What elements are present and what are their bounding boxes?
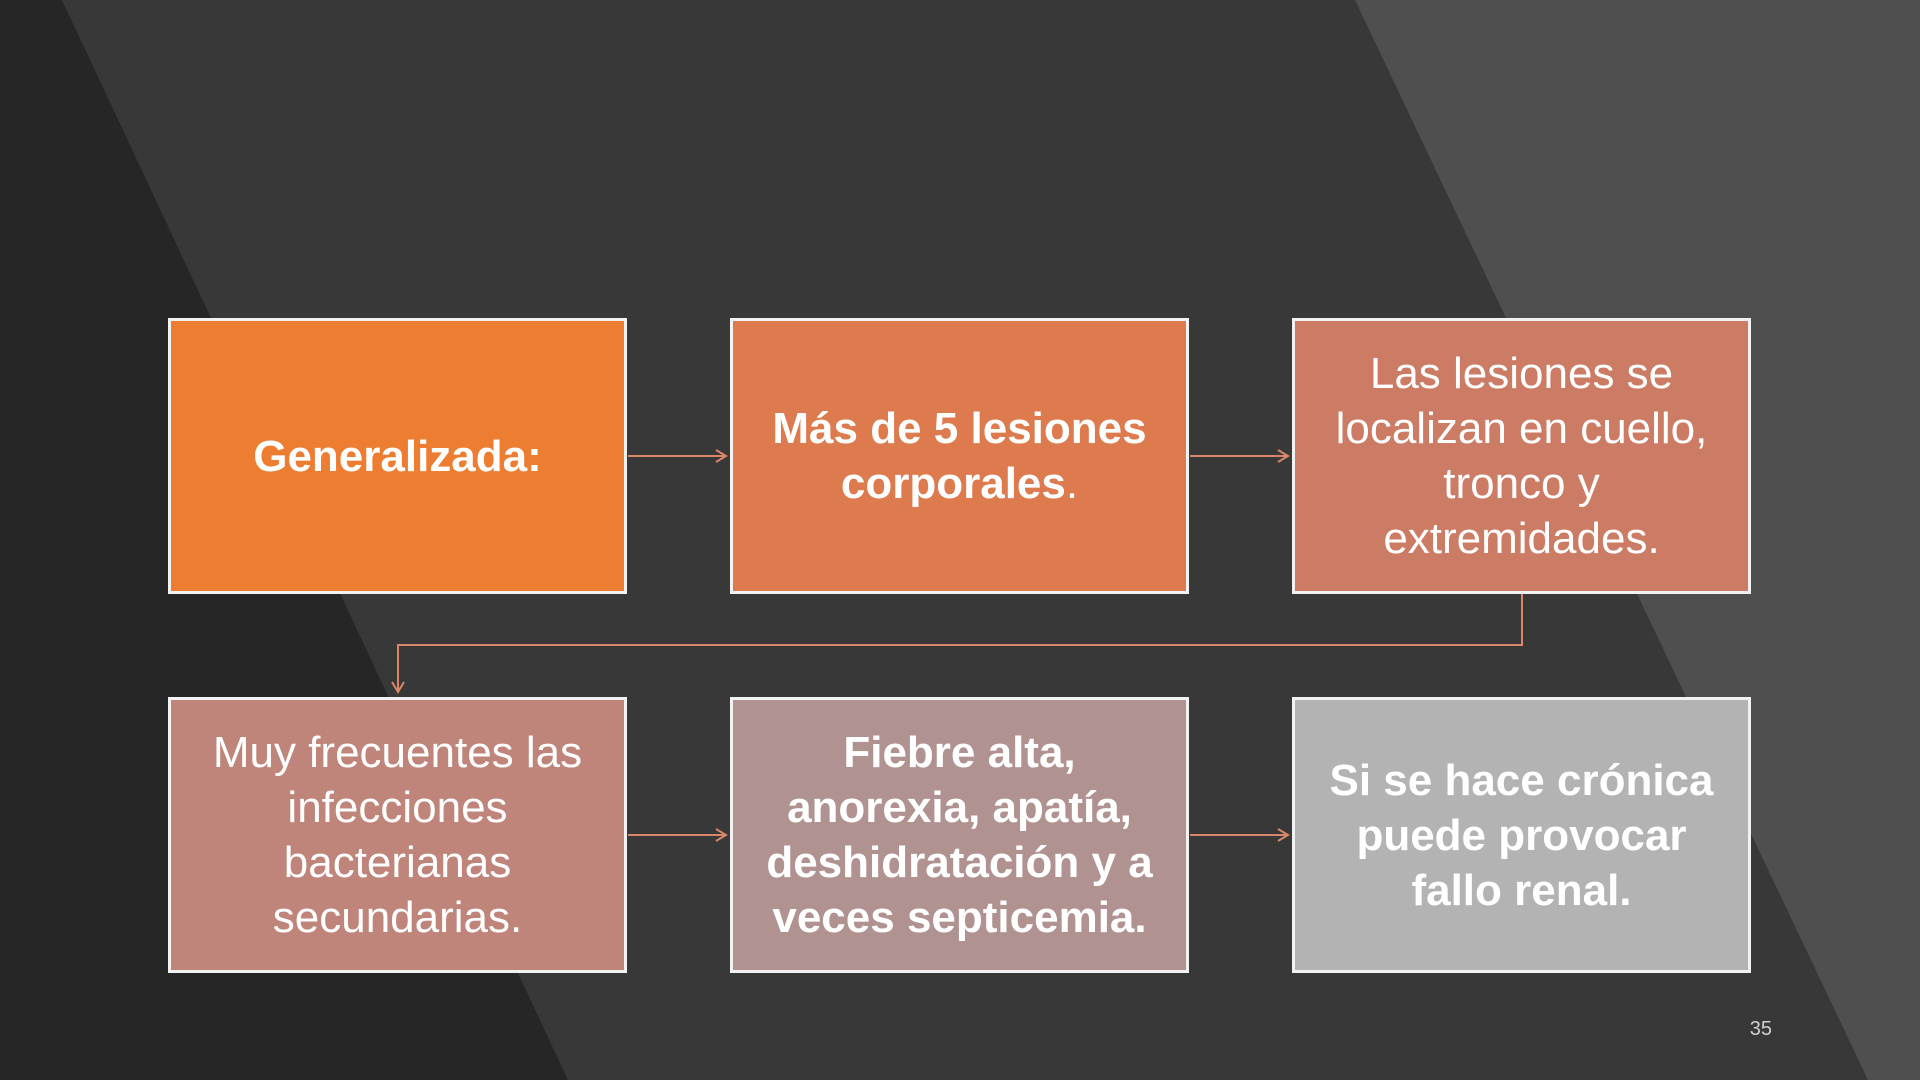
box-generalizada-text: Generalizada: — [253, 431, 542, 481]
box-infecciones-bacterianas: Muy frecuentes las infecciones bacterian… — [168, 697, 627, 973]
box-infecciones-bacterianas-text: Muy frecuentes las infecciones bacterian… — [212, 728, 583, 942]
box-mas-de-5-lesiones-text: Más de 5 lesiones corporales. — [772, 404, 1147, 508]
box-fiebre-alta-text: Fiebre alta, anorexia, apatía, deshidrat… — [766, 728, 1153, 942]
box-generalizada: Generalizada: — [168, 318, 627, 594]
box-localizacion-lesiones: Las lesiones se localizan en cuello, tro… — [1292, 318, 1751, 594]
box-mas-de-5-lesiones: Más de 5 lesiones corporales. — [730, 318, 1189, 594]
box-fallo-renal-text: Si se hace crónica puede provocar fallo … — [1329, 755, 1714, 915]
box-mas-de-5-lesiones-suffix: . — [1065, 459, 1079, 508]
slide-number: 35 — [1749, 1018, 1772, 1040]
box-fallo-renal: Si se hace crónica puede provocar fallo … — [1292, 697, 1751, 973]
box-fiebre-alta: Fiebre alta, anorexia, apatía, deshidrat… — [730, 697, 1189, 973]
box-localizacion-lesiones-text: Las lesiones se localizan en cuello, tro… — [1335, 349, 1708, 563]
